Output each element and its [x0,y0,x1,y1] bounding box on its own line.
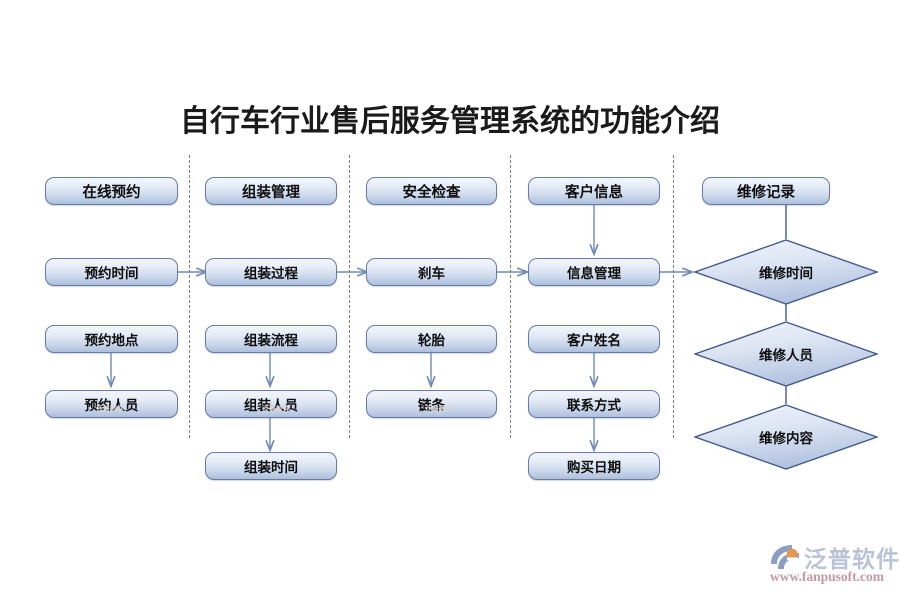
page-title: 自行车行业售后服务管理系统的功能介绍 [180,105,720,138]
node-col3-header[interactable]: 安全检查 [366,177,497,205]
logo-url-text: www.fanpusoft.com [770,569,885,584]
node-col2-item-3[interactable]: 组装人员 [205,390,337,418]
column-separator-1 [189,155,190,438]
fanpu-logo-icon [771,545,799,569]
brand-logo: 泛普软件 www.fanpusoft.com [768,538,899,590]
node-col1-item-3[interactable]: 预约人员 [45,390,178,418]
node-col4-item-2[interactable]: 客户姓名 [528,325,660,353]
node-col4-item-3[interactable]: 联系方式 [528,390,660,418]
node-col5-diamond-3-label: 维修内容 [759,431,813,446]
node-col3-item-3[interactable]: 链条 [366,390,497,418]
node-col3-item-2[interactable]: 轮胎 [366,325,497,353]
node-col5-header[interactable]: 维修记录 [702,177,830,205]
node-col5-diamond-2-label: 维修人员 [759,348,813,363]
node-col3-item-1[interactable]: 刹车 [366,258,497,286]
logo-brand-text: 泛普软件 [804,546,900,572]
watermark-1: 泛普软件 [96,406,124,413]
node-col4-item-1[interactable]: 信息管理 [528,258,660,286]
node-col5-diamond-2[interactable]: 维修人员 [694,321,878,387]
diamond-shape-icon [694,321,878,387]
node-col4-header[interactable]: 客户信息 [528,177,660,205]
node-col1-item-1[interactable]: 预约时间 [45,258,178,286]
node-col2-header[interactable]: 组装管理 [205,177,337,205]
diamond-shape-icon [694,239,878,305]
column-separator-4 [673,155,674,438]
column-separator-3 [510,155,511,438]
diamond-shape-icon [694,404,878,470]
node-col4-item-4[interactable]: 购买日期 [528,452,660,480]
node-col5-diamond-3[interactable]: 维修内容 [694,404,878,470]
watermark-2: 泛普软件 [262,406,290,413]
node-col2-item-2[interactable]: 组装流程 [205,325,337,353]
node-col5-diamond-1[interactable]: 维修时间 [694,239,878,305]
column-separator-2 [349,155,350,438]
watermark-3: 泛普软件 [425,406,453,413]
node-col1-header[interactable]: 在线预约 [45,177,178,205]
node-col2-item-1[interactable]: 组装过程 [205,258,337,286]
node-col1-item-2[interactable]: 预约地点 [45,325,178,353]
node-col5-diamond-1-label: 维修时间 [759,266,813,281]
node-col2-item-4[interactable]: 组装时间 [205,452,337,480]
